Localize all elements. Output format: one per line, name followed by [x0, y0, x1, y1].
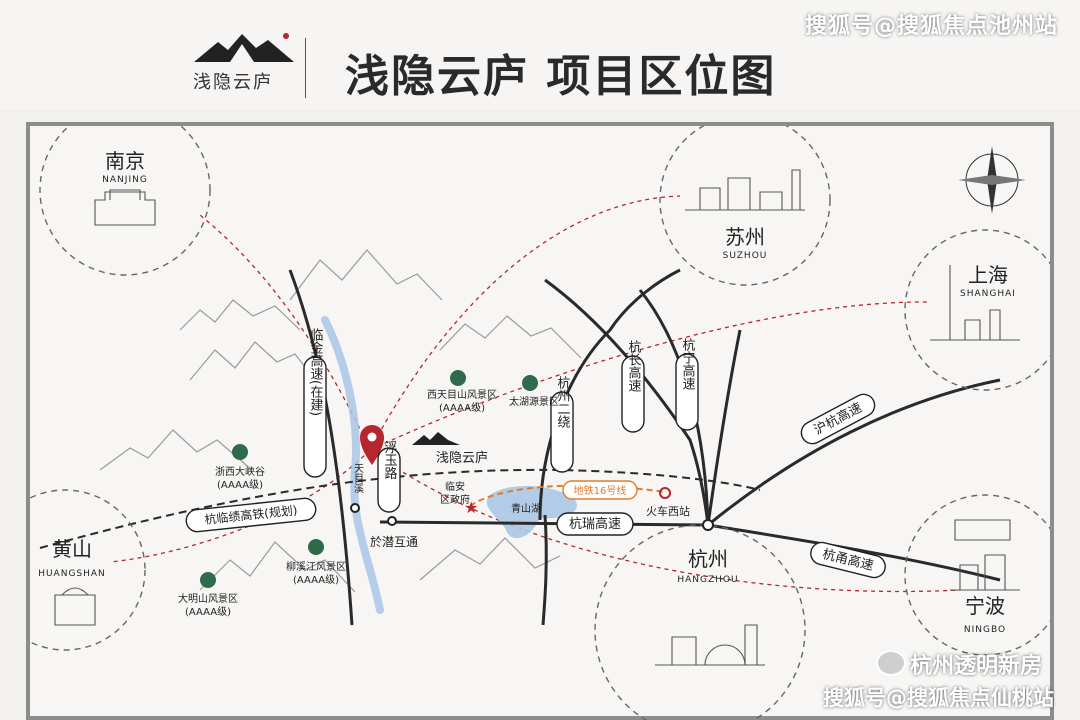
- page-title: 浅隐云庐 项目区位图: [345, 51, 777, 102]
- project-logo-icon: [412, 432, 460, 445]
- hangzhou-hub-dot: [702, 519, 714, 531]
- label-road-hangning: 杭宁高速: [680, 338, 696, 390]
- label-hangzhou-en: HANGZHOU: [677, 575, 738, 585]
- label-road-hangchang: 杭长高速: [626, 340, 642, 392]
- label-road-ring2: 杭州二绕: [555, 376, 571, 428]
- circle-shanghai: [904, 229, 1050, 391]
- label-zhexi-grade: (AAAA级): [217, 479, 263, 491]
- label-hz-west: 火车西站: [646, 504, 690, 518]
- taihu-icon: [522, 375, 538, 391]
- label-linan-gov-1: 临安: [445, 480, 465, 493]
- railway-line: [39, 468, 761, 549]
- map-frame: [26, 122, 1054, 720]
- xitianmu-icon: [450, 370, 466, 386]
- label-ningbo-en: NINGBO: [964, 625, 1006, 635]
- label-tianmu-stream: 天目溪: [352, 463, 364, 494]
- label-project: 浅隐云庐: [436, 451, 488, 466]
- label-xitianmu-grade: (AAAA级): [439, 402, 485, 414]
- ningbo-port-icon: [950, 519, 1020, 591]
- watermark-account: 杭州透明新房: [875, 648, 1042, 680]
- header: 浅隐云庐 浅隐云庐 项目区位图: [0, 0, 1080, 110]
- circle-ningbo: [904, 494, 1050, 656]
- label-hangzhou: 杭州: [688, 547, 728, 571]
- wechat-icon: [875, 650, 906, 676]
- circle-suzhou: [659, 126, 831, 286]
- label-suzhou: 苏州: [725, 225, 765, 249]
- compass-icon: [958, 146, 1026, 214]
- qingshan-lake: [486, 485, 577, 539]
- liuxijiang-icon: [308, 539, 324, 555]
- label-zhexi: 浙西大峡谷: [215, 465, 265, 478]
- label-yuqian: 於潜互通: [370, 534, 418, 549]
- label-suzhou-en: SUZHOU: [723, 251, 768, 261]
- label-qingshan-lake: 青山湖: [511, 502, 541, 515]
- label-liuxijiang: 柳溪江风景区: [286, 560, 346, 573]
- label-liuxijiang-grade: (AAAA级): [293, 574, 339, 586]
- mountain-illustrations: [99, 249, 582, 593]
- label-linan-gov-2: 区政府: [440, 493, 470, 506]
- nanjing-gate-icon: [94, 189, 156, 226]
- highways: [288, 268, 1001, 626]
- hangzhou-skyline-icon: [655, 624, 765, 666]
- watermark-top: 搜狐号@搜狐焦点池州站: [804, 14, 1058, 39]
- label-road-hangrui: 杭瑞高速: [569, 516, 621, 532]
- connection-curves: [109, 195, 961, 593]
- circle-huangshan: [30, 489, 146, 651]
- city-circles: [30, 126, 1050, 720]
- daming-icon: [200, 572, 216, 588]
- linan-gov-star-icon: ★: [464, 498, 478, 517]
- label-daming: 大明山风景区: [178, 592, 238, 605]
- label-huangshan: 黄山: [52, 537, 92, 561]
- label-ningbo: 宁波: [965, 594, 1005, 618]
- label-huangshan-en: HUANGSHAN: [38, 569, 106, 579]
- header-divider: [305, 38, 306, 98]
- label-nanjing: 南京: [105, 149, 145, 173]
- label-xitianmu: 西天目山风景区: [427, 389, 497, 401]
- suzhou-skyline-icon: [685, 169, 805, 211]
- tianmu-river: [321, 316, 384, 614]
- huangshan-gate-icon: [54, 587, 96, 626]
- label-road-fuyu: 浮玉路: [382, 441, 398, 480]
- logo-mountain-icon: [194, 33, 294, 62]
- label-road-linjin: 临金高速(在建): [308, 328, 324, 416]
- watermark-account-text: 杭州透明新房: [909, 654, 1042, 679]
- label-daming-grade: (AAAA级): [185, 606, 231, 618]
- label-shanghai: 上海: [968, 263, 1008, 287]
- circle-nanjing: [39, 126, 211, 276]
- hz-west-station-icon: [659, 487, 671, 499]
- metro-16-line: [469, 484, 666, 507]
- label-shanghai-en: SHANGHAI: [960, 289, 1016, 299]
- yuqian-interchange-dot: [387, 516, 397, 526]
- railway-station-dot: [350, 503, 360, 513]
- watermark-bottom: 搜狐号@搜狐焦点仙桃站: [823, 686, 1054, 710]
- label-taihu: 太湖源景区: [509, 395, 559, 408]
- skyline-sketches: [54, 169, 1020, 666]
- label-nanjing-en: NANJING: [102, 175, 148, 185]
- circle-hangzhou: [594, 524, 806, 720]
- shanghai-skyline-icon: [930, 265, 1020, 341]
- road-badges: [185, 353, 886, 579]
- logo-text: 浅隐云庐: [193, 72, 273, 93]
- label-metro16: 地铁16号线: [574, 484, 627, 497]
- zhexi-icon: [232, 444, 248, 460]
- scenic-icons: [200, 370, 538, 588]
